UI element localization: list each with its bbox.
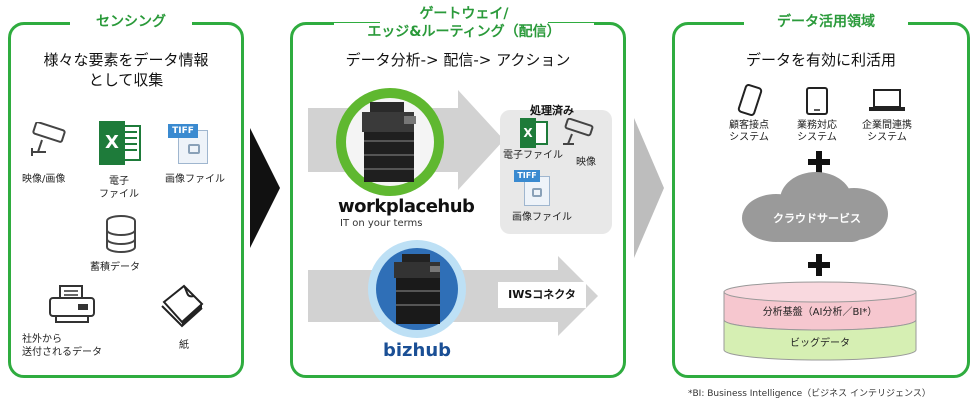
sensing-title: センシング [70, 13, 192, 31]
external-label-line2: 送付されるデータ [22, 347, 102, 358]
bizhub-logo: bizhub [382, 340, 452, 361]
fax-machine-icon [49, 285, 95, 323]
bizhub-printer-icon [394, 254, 440, 324]
efile-label-line2: ファイル [99, 189, 139, 200]
sensing-subtitle-line2: として収集 [88, 71, 164, 89]
workplacehub-logo: workplacehub [338, 196, 475, 217]
gateway-subtitle: データ分析-> 配信-> アクション [345, 51, 571, 69]
system-1-line2: システム [729, 132, 769, 143]
excel-file-icon: X [99, 121, 143, 165]
processed-efile-label: 電子ファイル [503, 150, 563, 161]
tiff-file-icon: TIFF [168, 124, 210, 164]
iws-connector-label: IWSコネクタ [508, 288, 576, 301]
system-3-line2: システム [867, 132, 907, 143]
excel-glyph: X [99, 121, 125, 165]
imagefile-label: 画像ファイル [165, 174, 225, 185]
paper-label: 紙 [179, 340, 189, 351]
smartphone-icon [737, 84, 763, 116]
efile-label-line1: 電子 [109, 176, 129, 187]
gateway-title-line1: ゲートウェイ/ [380, 5, 548, 23]
flow-arrow-1 [250, 128, 280, 248]
cloud-label: クラウドサービス [773, 212, 861, 225]
external-label-line1: 社外から [22, 334, 62, 345]
processed-tiff-icon: TIFF [514, 170, 552, 206]
footnote: *BI: Business Intelligence（ビジネス インテリジェンス… [688, 389, 931, 399]
workplacehub-tagline: IT on your terms [340, 218, 423, 229]
sensing-subtitle-line1: 様々な要素をデータ情報 [43, 51, 209, 69]
processed-video-label: 映像 [576, 157, 596, 168]
system-1-line1: 顧客接点 [729, 120, 769, 131]
system-2-line1: 業務対応 [797, 120, 837, 131]
workplacehub-printer-icon [362, 102, 416, 182]
data-cylinder [723, 281, 917, 361]
iws-connector-box [498, 282, 586, 308]
processed-title: 処理済み [530, 104, 574, 117]
processed-excel-icon: X [520, 118, 550, 148]
system-2-line2: システム [797, 132, 837, 143]
processed-camera-icon [563, 118, 594, 145]
paper-stack-icon [161, 284, 204, 328]
laptop-icon [869, 89, 905, 111]
storage-label: 蓄積データ [90, 262, 140, 273]
plus-icon-lower [808, 254, 830, 276]
tablet-icon [806, 87, 828, 115]
analysis-platform-label: 分析基盤（AI分析／BI*） [762, 307, 878, 318]
processed-imagefile-label: 画像ファイル [512, 212, 572, 223]
video-label: 映像/画像 [22, 174, 66, 185]
plus-icon-upper [808, 151, 830, 173]
utilization-subtitle: データを有効に利活用 [745, 51, 896, 69]
database-icon [106, 215, 136, 253]
gateway-title-line2: エッジ&ルーティング（配信） [334, 23, 594, 41]
security-camera-icon [31, 122, 66, 156]
utilization-title: データ活用領域 [744, 13, 908, 31]
flow-arrow-2 [634, 118, 664, 258]
tiff-glyph: TIFF [168, 124, 198, 138]
processed-tiff-glyph: TIFF [514, 170, 540, 182]
system-3-line1: 企業間連携 [862, 120, 912, 131]
cloud-icon [742, 172, 888, 242]
processed-excel-glyph: X [520, 118, 536, 148]
bigdata-label: ビッグデータ [790, 338, 850, 349]
